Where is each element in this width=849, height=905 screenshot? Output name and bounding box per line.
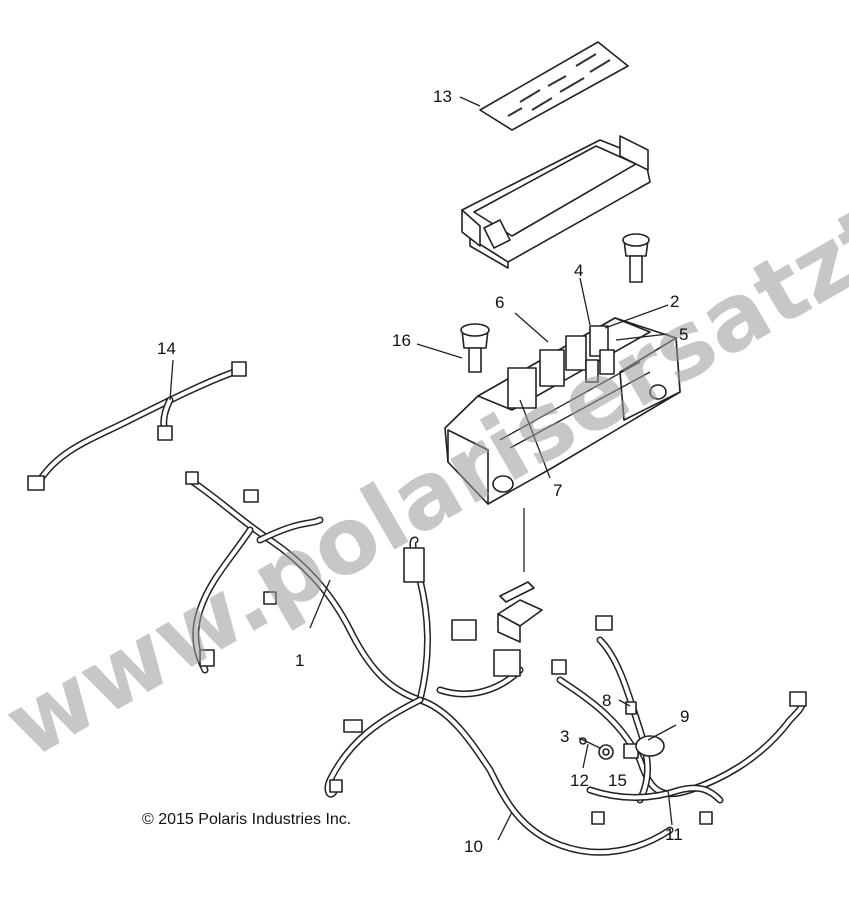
callout-9: 9 bbox=[680, 707, 689, 726]
callout-15: 15 bbox=[608, 771, 627, 790]
bolt-16 bbox=[460, 323, 490, 373]
decal-label bbox=[479, 41, 629, 131]
relays bbox=[507, 325, 615, 409]
sub-harness-14 bbox=[36, 366, 244, 484]
main-harness bbox=[186, 476, 806, 856]
callout-7: 7 bbox=[553, 481, 562, 500]
connectors bbox=[27, 361, 807, 825]
fuse-box-base bbox=[444, 317, 681, 505]
callout-6: 6 bbox=[495, 293, 504, 312]
callout-2: 2 bbox=[670, 292, 679, 311]
callout-labels: 13 4 2 6 5 16 14 7 1 8 9 3 12 15 11 10 bbox=[157, 87, 689, 856]
callout-16: 16 bbox=[392, 331, 411, 350]
fuse-box-cover bbox=[461, 135, 651, 269]
leader-lines bbox=[169, 96, 677, 841]
callout-4: 4 bbox=[574, 261, 583, 280]
callout-14: 14 bbox=[157, 339, 176, 358]
callout-10: 10 bbox=[464, 837, 483, 856]
bolt-upper bbox=[622, 233, 650, 283]
callout-1: 1 bbox=[295, 651, 304, 670]
callout-3: 3 bbox=[560, 727, 569, 746]
callout-11: 11 bbox=[665, 825, 683, 844]
fuse-strip bbox=[497, 581, 543, 643]
copyright-text: © 2015 Polaris Industries Inc. bbox=[142, 811, 351, 828]
callout-12: 12 bbox=[570, 771, 589, 790]
callout-13: 13 bbox=[433, 87, 452, 106]
callout-8: 8 bbox=[602, 691, 611, 710]
callout-5: 5 bbox=[679, 325, 688, 344]
